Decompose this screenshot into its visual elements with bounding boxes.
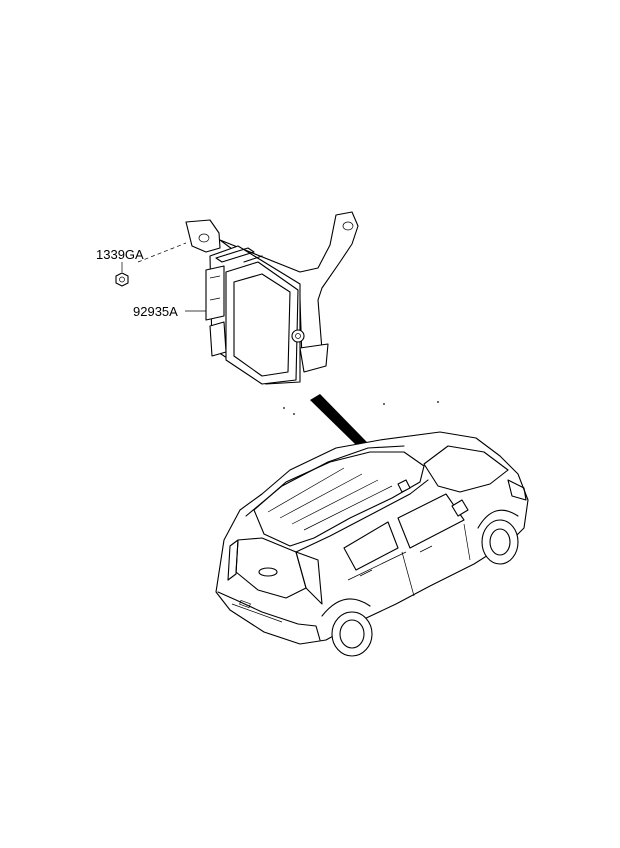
scatter-marks: [283, 401, 439, 415]
hex-nut-icon: [115, 272, 129, 287]
leader-line-1339ga: [121, 242, 187, 272]
callout-label-1339ga[interactable]: 1339GA: [96, 247, 144, 262]
vehicle-icon: [215, 431, 529, 657]
callout-label-92935a[interactable]: 92935A: [133, 304, 178, 319]
control-module-icon: [185, 211, 359, 385]
